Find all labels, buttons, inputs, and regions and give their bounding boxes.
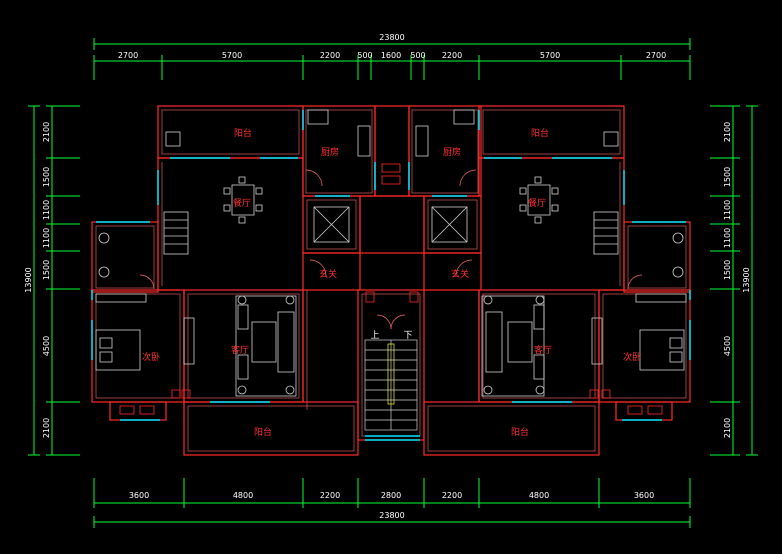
bottom-dim-6: 4800 — [529, 491, 549, 500]
bottom-dim-2: 4800 — [233, 491, 253, 500]
left-dim-2: 1500 — [42, 167, 51, 187]
bottom-dim-7: 3600 — [634, 491, 654, 500]
room-labels: 阳台 厨房 餐厅 玄关 客厅 次卧 阳台 阳台 厨房 餐厅 玄关 客厅 次卧 阳… — [142, 127, 641, 438]
right-dim-2: 1500 — [723, 167, 732, 187]
bottom-dim-1: 3600 — [129, 491, 149, 500]
stairs-down-label: 下 — [403, 331, 412, 341]
top-dim-7: 2200 — [442, 51, 462, 60]
walls — [91, 105, 691, 456]
furniture — [95, 109, 687, 397]
right-bedroom-label: 次卧 — [623, 351, 641, 363]
dimension-text: 23800 2700 5700 2200 500 1600 500 2200 5… — [24, 33, 751, 520]
left-foyer-label: 玄关 — [319, 268, 337, 280]
top-total-dim: 23800 — [379, 33, 404, 42]
right-dining-label: 餐厅 — [528, 197, 546, 209]
right-dim-3: 1100 — [723, 200, 732, 220]
left-bedroom-label: 次卧 — [142, 351, 160, 363]
dimension-lines — [28, 38, 758, 528]
right-dim-7: 2100 — [723, 418, 732, 438]
windows — [91, 110, 691, 441]
left-total-dim: 13900 — [24, 267, 33, 292]
right-dim-5: 1500 — [723, 260, 732, 280]
left-dim-1: 2100 — [42, 122, 51, 142]
right-dim-1: 2100 — [723, 122, 732, 142]
left-dim-5: 1500 — [42, 260, 51, 280]
top-dim-2: 5700 — [222, 51, 242, 60]
top-dim-3: 2200 — [320, 51, 340, 60]
right-kitchen-label: 厨房 — [443, 146, 461, 158]
left-dining-label: 餐厅 — [233, 197, 251, 209]
left-dim-3: 1100 — [42, 200, 51, 220]
top-dim-8: 5700 — [540, 51, 560, 60]
left-dim-6: 4500 — [42, 336, 51, 356]
left-living-label: 客厅 — [231, 344, 249, 356]
top-dim-9: 2700 — [646, 51, 666, 60]
right-balcony-bottom-label: 阳台 — [511, 426, 529, 438]
stairs-up-label: 上 — [370, 330, 379, 341]
left-dim-4: 1100 — [42, 228, 51, 248]
top-dim-6: 500 — [410, 51, 425, 60]
right-dim-4: 1100 — [723, 228, 732, 248]
right-living-label: 客厅 — [534, 344, 552, 356]
bottom-dim-3: 2200 — [320, 491, 340, 500]
left-balcony-top-label: 阳台 — [234, 127, 252, 139]
bottom-total-dim: 23800 — [379, 511, 404, 520]
top-dim-5: 1600 — [381, 51, 401, 60]
bottom-dim-4: 2800 — [381, 491, 401, 500]
left-kitchen-label: 厨房 — [321, 146, 339, 158]
right-balcony-top-label: 阳台 — [531, 127, 549, 139]
left-dim-7: 2100 — [42, 418, 51, 438]
center-stairs — [364, 339, 418, 431]
top-dim-4: 500 — [357, 51, 372, 60]
bottom-dim-5: 2200 — [442, 491, 462, 500]
top-dim-1: 2700 — [118, 51, 138, 60]
right-foyer-label: 玄关 — [451, 268, 469, 280]
right-dim-6: 4500 — [723, 336, 732, 356]
door-markers — [119, 163, 663, 415]
door-swings — [139, 169, 643, 330]
right-total-dim: 13900 — [742, 267, 751, 292]
left-balcony-bottom-label: 阳台 — [254, 426, 272, 438]
